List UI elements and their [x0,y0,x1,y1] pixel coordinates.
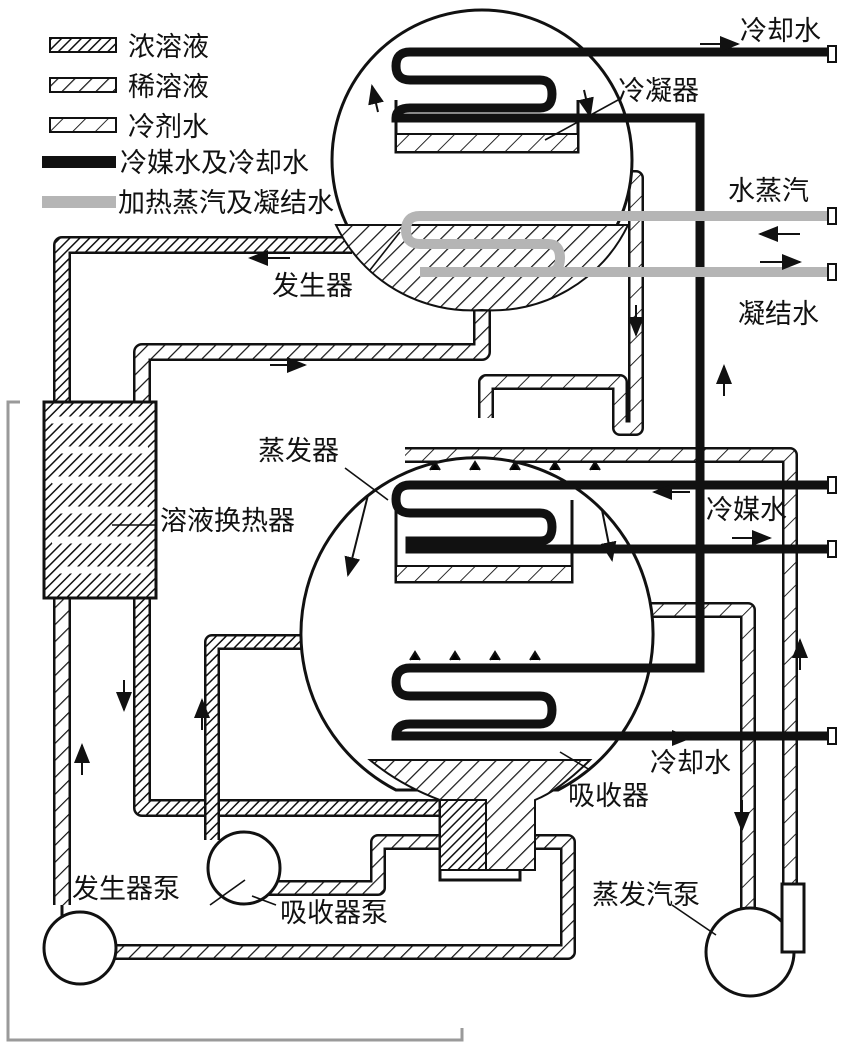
label-generator-pump: 发生器泵 [72,874,180,905]
pipe-end-caps [827,45,837,745]
legend-swatch-concentrated [49,37,117,53]
label-cooling-water-bottom: 冷却水 [650,748,731,779]
legend-swatch-water [42,156,116,168]
legend-label-refrigerant: 冷剂水 [128,112,209,143]
legend-label-concentrated: 浓溶液 [128,32,209,63]
legend-label-water: 冷媒水及冷却水 [120,148,309,179]
absorber-spray [409,650,541,661]
label-absorber-pump: 吸收器泵 [280,898,388,929]
label-absorber: 吸收器 [568,781,649,812]
label-condenser: 冷凝器 [618,76,699,107]
leader-lines [112,99,717,936]
legend-label-steam: 加热蒸汽及凝结水 [118,188,334,219]
label-cooling-water-top: 冷却水 [740,16,821,47]
pipe-generator-to-hx [53,236,352,410]
legend-label-dilute: 稀溶液 [128,72,209,103]
outer-frame [6,400,464,1042]
absorber-cooling-coil [391,598,830,741]
condenser-coil [391,47,830,598]
label-evaporator: 蒸发器 [258,436,339,467]
flow-arrows [74,36,808,832]
evaporator-absorber-vessel [299,456,830,882]
generator-vessel [330,8,830,598]
label-generator: 发生器 [272,271,353,302]
steam-coil [400,211,830,277]
solution-heat-exchanger [42,400,158,600]
evaporator-spray [429,460,601,471]
absorber-pump [206,830,282,906]
legend-swatch-steam [42,196,116,208]
legend-swatch-dilute [49,77,117,93]
generator-pump [42,905,118,986]
label-chilled-water: 冷媒水 [706,495,787,526]
label-evaporator-pump: 蒸发汽泵 [592,880,700,911]
label-solution-heat-exchanger: 溶液换热器 [160,506,295,537]
legend-swatch-refrigerant [49,117,117,133]
label-water-vapor: 水蒸汽 [728,176,809,207]
legend: 浓溶液 稀溶液 冷剂水 冷媒水及冷却水 加热蒸汽及凝结水 [42,32,334,219]
evaporator-pump [704,882,806,998]
chilled-water-coil [391,480,830,554]
label-condensate: 凝结水 [738,299,819,330]
